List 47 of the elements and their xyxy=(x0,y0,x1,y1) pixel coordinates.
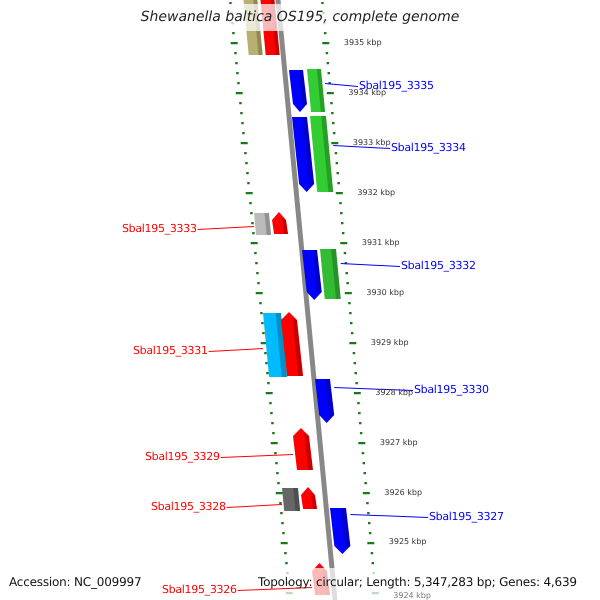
gene-block xyxy=(301,487,318,509)
leader-line xyxy=(208,348,264,352)
position-label: 3929 kbp xyxy=(370,338,409,347)
position-label: 3933 kbp xyxy=(352,138,391,147)
gene-bar xyxy=(310,116,334,192)
gene-block xyxy=(292,117,314,192)
position-label: 3926 kbp xyxy=(384,488,422,497)
leader-line xyxy=(340,263,400,267)
position-label: 3935 kbp xyxy=(344,38,382,47)
leader-line xyxy=(237,587,312,591)
gene-bar xyxy=(282,488,300,511)
position-label: 3931 kbp xyxy=(362,238,400,247)
gene-block xyxy=(330,508,350,554)
gene-label: Sbal195_3333 xyxy=(122,222,197,235)
accession-text: Accession: NC_009997 xyxy=(9,575,142,589)
gene-label: Sbal195_3327 xyxy=(429,510,504,523)
gene-label: Sbal195_3328 xyxy=(151,500,226,513)
gene-bar xyxy=(263,313,288,377)
gene-block xyxy=(293,428,313,470)
position-label: 3930 kbp xyxy=(366,288,404,297)
gene-block xyxy=(289,70,307,112)
gene-label: Sbal195_3330 xyxy=(414,383,489,396)
gene-block xyxy=(302,250,322,300)
gene-label: Sbal195_3334 xyxy=(391,141,466,154)
leader-line xyxy=(220,454,294,458)
position-label: 3925 kbp xyxy=(388,537,426,546)
leader-line xyxy=(324,83,358,87)
leader-line xyxy=(197,226,254,230)
gene-block xyxy=(272,212,288,234)
position-label: 3927 kbp xyxy=(380,438,418,447)
gene-label: Sbal195_3326 xyxy=(162,583,237,596)
genome-summary: Topology: circular; Length: 5,347,283 bp; Genes: 4,639 xyxy=(258,575,577,589)
position-label: 3932 kbp xyxy=(357,188,396,197)
leader-line xyxy=(350,514,428,518)
leader-line xyxy=(332,145,390,149)
leader-line xyxy=(334,387,414,391)
gene-block xyxy=(315,379,334,423)
gene-label: Sbal195_3329 xyxy=(145,450,220,463)
gene-bar xyxy=(254,213,272,235)
leader-line xyxy=(226,504,282,508)
gene-bar xyxy=(320,249,341,299)
gene-block xyxy=(281,312,304,376)
gene-label: Sbal195_3331 xyxy=(133,344,208,357)
position-label: 3924 kbp xyxy=(393,591,431,600)
gene-bar xyxy=(307,69,326,112)
position-label: 3928 kbp xyxy=(375,388,414,397)
gene-label: Sbal195_3332 xyxy=(401,259,476,272)
